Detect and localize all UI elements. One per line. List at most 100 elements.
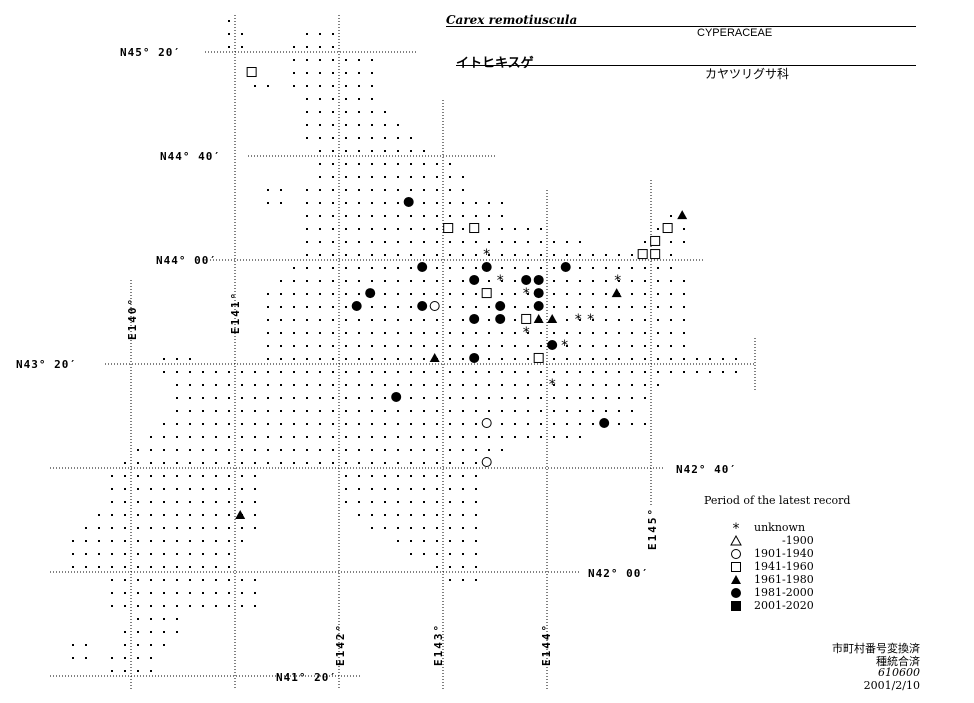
grid-dot: [488, 202, 490, 204]
grid-dot: [254, 579, 256, 581]
grid-dot: [540, 384, 542, 386]
grid-dot: [319, 228, 321, 230]
grid-dot: [540, 267, 542, 269]
grid-dot: [111, 527, 113, 529]
footer-note-2: 種統合済: [876, 655, 920, 668]
grid-dot: [449, 540, 451, 542]
grid-dot: [566, 254, 568, 256]
grid-dot: [683, 241, 685, 243]
grid-dot: [384, 111, 386, 113]
grid-dot: [254, 488, 256, 490]
grid-dot: [189, 527, 191, 529]
grid-dot: [371, 280, 373, 282]
square-filled-icon: [731, 600, 741, 611]
grid-dot: [683, 345, 685, 347]
grid-dot: [423, 215, 425, 217]
grid-dot: [293, 332, 295, 334]
grid-dot: [280, 449, 282, 451]
grid-dot: [566, 332, 568, 334]
legend-label: 1961-1980: [754, 573, 814, 586]
grid-dot: [410, 280, 412, 282]
grid-dot: [163, 553, 165, 555]
grid-dot: [553, 306, 555, 308]
grid-dot: [371, 514, 373, 516]
grid-dot: [202, 553, 204, 555]
grid-dot: [514, 293, 516, 295]
grid-dot: [358, 358, 360, 360]
grid-dot: [345, 384, 347, 386]
grid-dot: [137, 540, 139, 542]
grid-dot: [293, 371, 295, 373]
grid-dot: [462, 514, 464, 516]
grid-dot: [332, 59, 334, 61]
grid-dot: [384, 332, 386, 334]
grid-dot: [462, 436, 464, 438]
grid-dot: [527, 423, 529, 425]
grid-dot: [202, 384, 204, 386]
grid-dot: [319, 345, 321, 347]
grid-dot: [202, 514, 204, 516]
grid-dot: [332, 384, 334, 386]
grid-dot: [397, 475, 399, 477]
grid-dot: [202, 605, 204, 607]
grid-dot: [228, 33, 230, 35]
grid-dot: [332, 85, 334, 87]
grid-dot: [631, 384, 633, 386]
grid-dot: [280, 306, 282, 308]
grid-dot: [423, 189, 425, 191]
grid-dot: [488, 371, 490, 373]
grid-dot: [449, 358, 451, 360]
grid-dot: [215, 501, 217, 503]
japanese-name: イトヒキスゲ: [456, 56, 534, 71]
record-marker-circle-filled: [351, 301, 362, 312]
grid-dot: [501, 397, 503, 399]
grid-dot: [163, 436, 165, 438]
grid-dot: [410, 137, 412, 139]
grid-dot: [475, 241, 477, 243]
grid-dot: [137, 566, 139, 568]
grid-dot: [514, 397, 516, 399]
grid-dot: [644, 280, 646, 282]
grid-dot: [254, 514, 256, 516]
grid-dot: [657, 228, 659, 230]
grid-dot: [306, 384, 308, 386]
grid-dot: [228, 488, 230, 490]
grid-dot: [410, 488, 412, 490]
grid-dot: [215, 436, 217, 438]
grid-dot: [280, 358, 282, 360]
grid-dot: [449, 163, 451, 165]
square-filled-icon-shape: [731, 600, 741, 611]
grid-dot: [254, 501, 256, 503]
record-marker-triangle-filled: [235, 510, 246, 520]
grid-dot: [98, 514, 100, 516]
grid-dot: [124, 566, 126, 568]
grid-dot: [449, 280, 451, 282]
grid-dot: [579, 241, 581, 243]
grid-dot: [215, 592, 217, 594]
grid-dot: [540, 345, 542, 347]
grid-dot: [150, 449, 152, 451]
grid-dot: [72, 540, 74, 542]
grid-dot: [137, 501, 139, 503]
grid-dot: [306, 410, 308, 412]
grid-dot: [631, 358, 633, 360]
grid-dot: [410, 501, 412, 503]
grid-dot: [514, 319, 516, 321]
grid-dot: [358, 124, 360, 126]
grid-dot: [670, 280, 672, 282]
grid-dot: [228, 20, 230, 22]
grid-dot: [566, 241, 568, 243]
grid-dot: [332, 33, 334, 35]
legend-item: -1900: [730, 534, 814, 547]
grid-dot: [553, 397, 555, 399]
grid-dot: [657, 358, 659, 360]
grid-dot: [371, 410, 373, 412]
grid-dot: [241, 423, 243, 425]
grid-dot: [657, 306, 659, 308]
grid-dot: [670, 345, 672, 347]
grid-dot: [280, 345, 282, 347]
grid-dot: [306, 449, 308, 451]
grid-dot: [124, 488, 126, 490]
family-name: CYPERACEAE: [697, 27, 773, 39]
grid-dot: [358, 410, 360, 412]
